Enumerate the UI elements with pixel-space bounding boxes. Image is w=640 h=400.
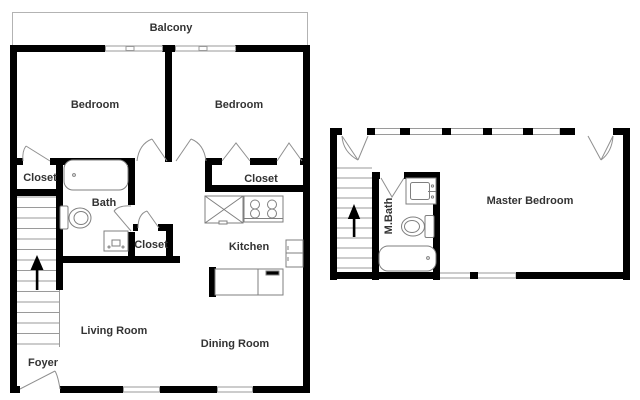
label-closet-bedroom2: Closet [244, 173, 278, 185]
refrigerator-icon [285, 239, 304, 268]
fixtures-main [59, 159, 304, 296]
counter-wall-stub [209, 267, 216, 297]
bathtub-icon [63, 159, 129, 191]
stove-icon [243, 195, 284, 223]
toilet-icon [59, 205, 92, 230]
room-labels: Balcony Bedroom Bedroom Closet Bath Clos… [23, 22, 573, 369]
kitchen-counter-icon [214, 268, 284, 296]
bifold-door-closet-bedroom2 [221, 142, 303, 162]
door-foyer-entry [19, 370, 61, 390]
kitchen-sink-icon [204, 195, 244, 225]
bathroom-sink-icon [103, 230, 129, 252]
label-living-room: Living Room [81, 325, 148, 337]
stairs-up-arrow-upper [347, 204, 361, 237]
stairs-main [17, 196, 60, 347]
label-kitchen: Kitchen [229, 241, 270, 253]
label-master-bath: M.Bath [383, 197, 395, 234]
door-bedroom-left [136, 138, 168, 162]
doors-main [19, 138, 303, 390]
label-closet-hall: Closet [134, 239, 168, 251]
master-bathtub-icon [378, 245, 437, 272]
door-bath [113, 205, 132, 232]
window [217, 386, 253, 393]
stairs-up-arrow-main [30, 255, 44, 290]
door-bedroom-right [175, 138, 207, 162]
master-sink-icon [405, 177, 437, 205]
label-master-bedroom: Master Bedroom [487, 195, 574, 207]
label-closet-left: Closet [23, 172, 57, 184]
door-upper-right [587, 135, 614, 161]
label-bedroom-left: Bedroom [71, 99, 120, 111]
walls-upper [330, 128, 630, 280]
windows-main [105, 45, 253, 393]
door-closet-hall [137, 210, 160, 229]
bifold-door-master-bath [380, 177, 405, 198]
door-closet-left [22, 145, 51, 162]
door-upper-left [341, 135, 369, 161]
fixtures-upper [378, 177, 437, 272]
stairs-upper [337, 167, 372, 269]
label-bath: Bath [92, 197, 117, 209]
label-bedroom-right: Bedroom [215, 99, 264, 111]
label-dining-room: Dining Room [201, 338, 270, 350]
label-foyer: Foyer [28, 357, 59, 369]
doors-upper [341, 135, 614, 198]
label-balcony: Balcony [150, 22, 194, 34]
master-toilet-icon [401, 215, 435, 238]
window [123, 386, 160, 393]
